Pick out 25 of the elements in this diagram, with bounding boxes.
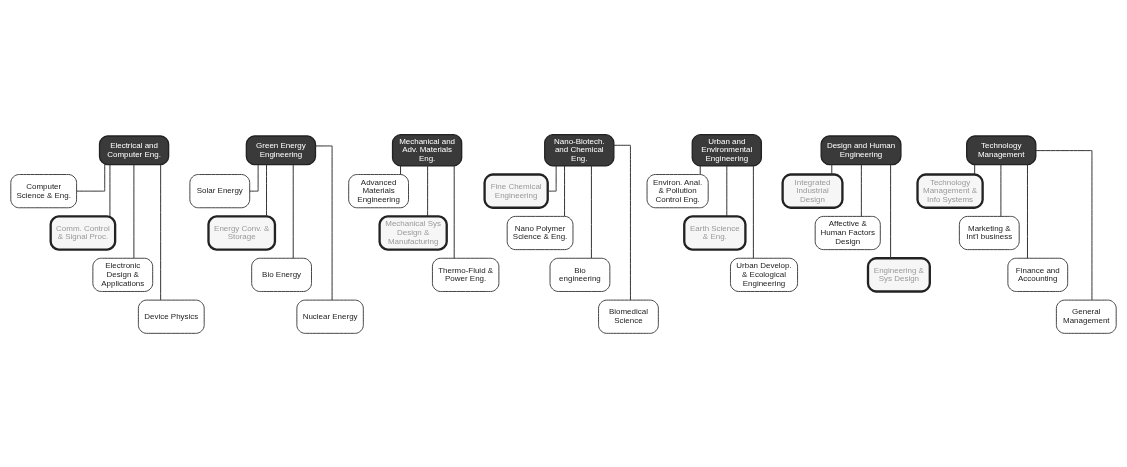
- connector: [890, 163, 892, 259]
- connector: [266, 163, 267, 217]
- connector: [831, 163, 833, 175]
- connector: [400, 164, 402, 175]
- connector: [564, 165, 566, 217]
- connector: [699, 164, 701, 175]
- connector: [1035, 149, 1093, 300]
- connector: [109, 163, 111, 217]
- connector: [453, 165, 455, 259]
- connector: [133, 163, 135, 259]
- connector: [160, 163, 162, 300]
- connector: [860, 163, 862, 217]
- connector: [427, 165, 429, 217]
- connector: [726, 165, 728, 217]
- connector: [315, 144, 333, 301]
- connector: [590, 165, 592, 259]
- connector: [76, 163, 106, 192]
- connector: [249, 163, 259, 192]
- connector: [292, 163, 294, 259]
- connector: [547, 164, 557, 192]
- connector: [1027, 163, 1028, 259]
- connector: [752, 165, 754, 259]
- connector: [1000, 163, 1002, 217]
- connector: [613, 144, 631, 300]
- connector: [974, 163, 976, 175]
